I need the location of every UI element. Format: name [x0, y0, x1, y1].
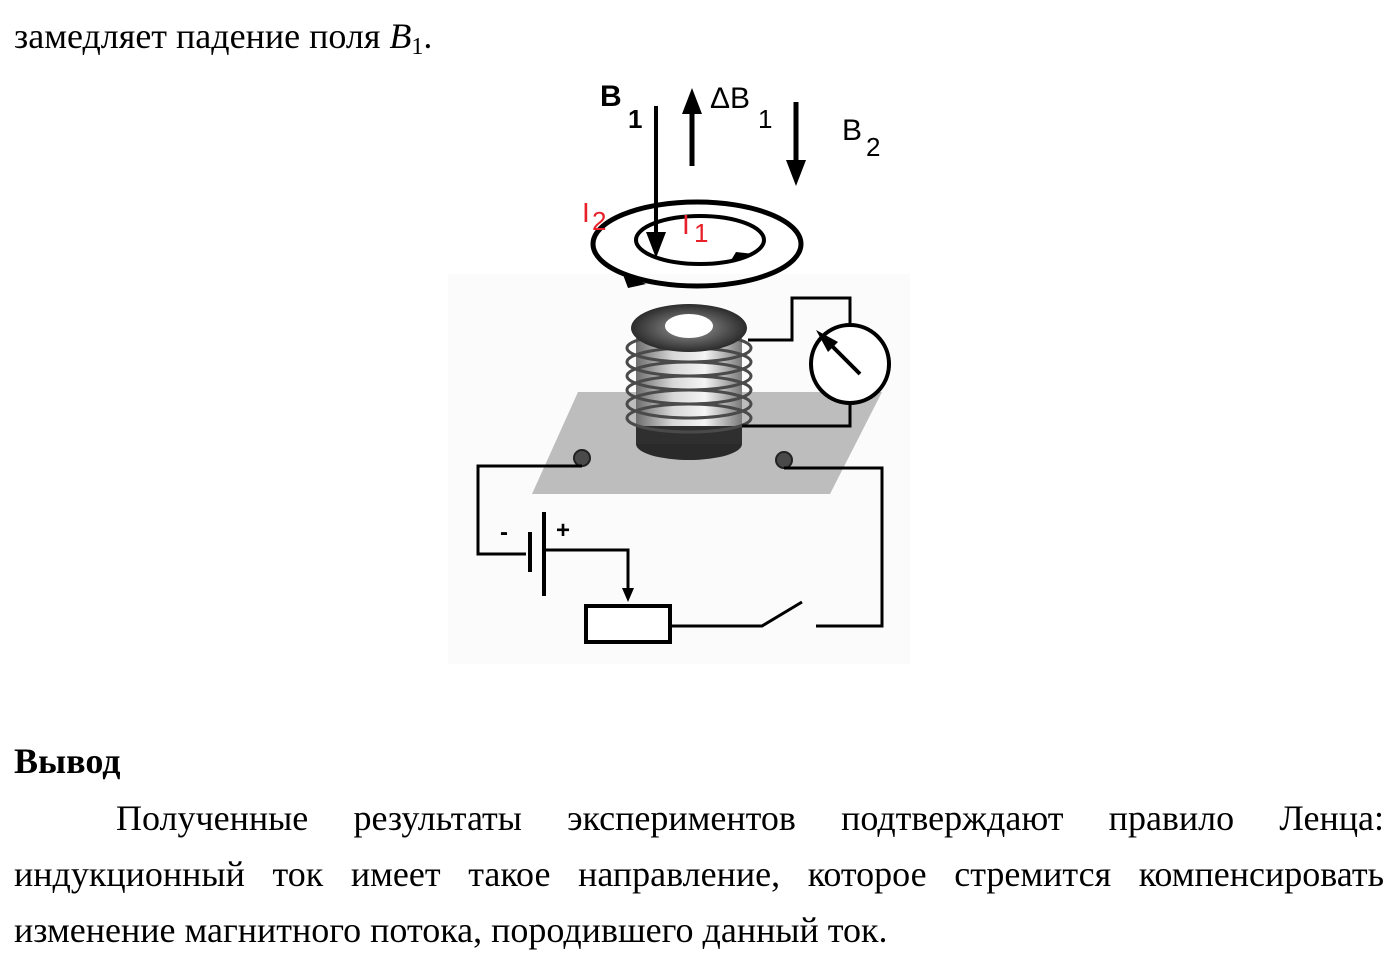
conclusion-paragraph: Полученные результаты экспериментов подт… [14, 798, 1384, 950]
delta-b1-arrow [682, 88, 702, 166]
inner-loop-direction-arrow [730, 252, 754, 262]
outer-current-loop [590, 199, 804, 289]
rheostat-slider-arrow [622, 588, 634, 602]
battery [528, 512, 546, 596]
top-text-suffix: . [423, 16, 433, 56]
right-terminal [775, 451, 793, 469]
rheostat [584, 604, 672, 644]
galvanometer [809, 323, 891, 405]
switch [670, 600, 803, 628]
inner-current-loop [634, 214, 766, 266]
left-terminal [573, 449, 591, 467]
battery-minus-label: - [500, 519, 508, 546]
circuit-wire-battery [546, 548, 630, 592]
b1-label-subscript: 1 [628, 104, 642, 134]
lenz-law-diagram: B 1 ΔB 1 B 2 I 2 I 1 [448, 80, 910, 664]
delta-b1-label: ΔB [710, 82, 750, 115]
galvanometer-wire-top [748, 296, 852, 342]
i2-label-subscript: 2 [592, 206, 606, 236]
lenz-law-figure: B 1 ΔB 1 B 2 I 2 I 1 [440, 62, 920, 672]
top-text-prefix: замедляет падение поля [14, 16, 390, 56]
field-symbol-subscript: 1 [411, 34, 424, 60]
induction-coil [625, 304, 753, 460]
b1-arrow [646, 106, 666, 258]
i2-label: I [582, 197, 590, 228]
top-text-line: замедляет падение поля B1. [14, 8, 432, 64]
outer-loop-direction-arrow [622, 272, 646, 288]
delta-b1-label-subscript: 1 [758, 104, 772, 134]
i1-label-subscript: 1 [694, 218, 708, 248]
conclusion-heading: Вывод [14, 741, 121, 781]
b1-label: B [600, 80, 622, 113]
galvanometer-wire-bottom [742, 396, 852, 428]
b2-label-subscript: 2 [866, 132, 880, 162]
b2-arrow [786, 102, 806, 186]
field-symbol-b: B [389, 16, 412, 56]
circuit-wire-right [784, 466, 884, 628]
circuit-wire-left [476, 464, 582, 556]
battery-plus-label: + [556, 517, 570, 544]
b2-label: B [842, 114, 862, 147]
i1-label: I [682, 209, 690, 240]
